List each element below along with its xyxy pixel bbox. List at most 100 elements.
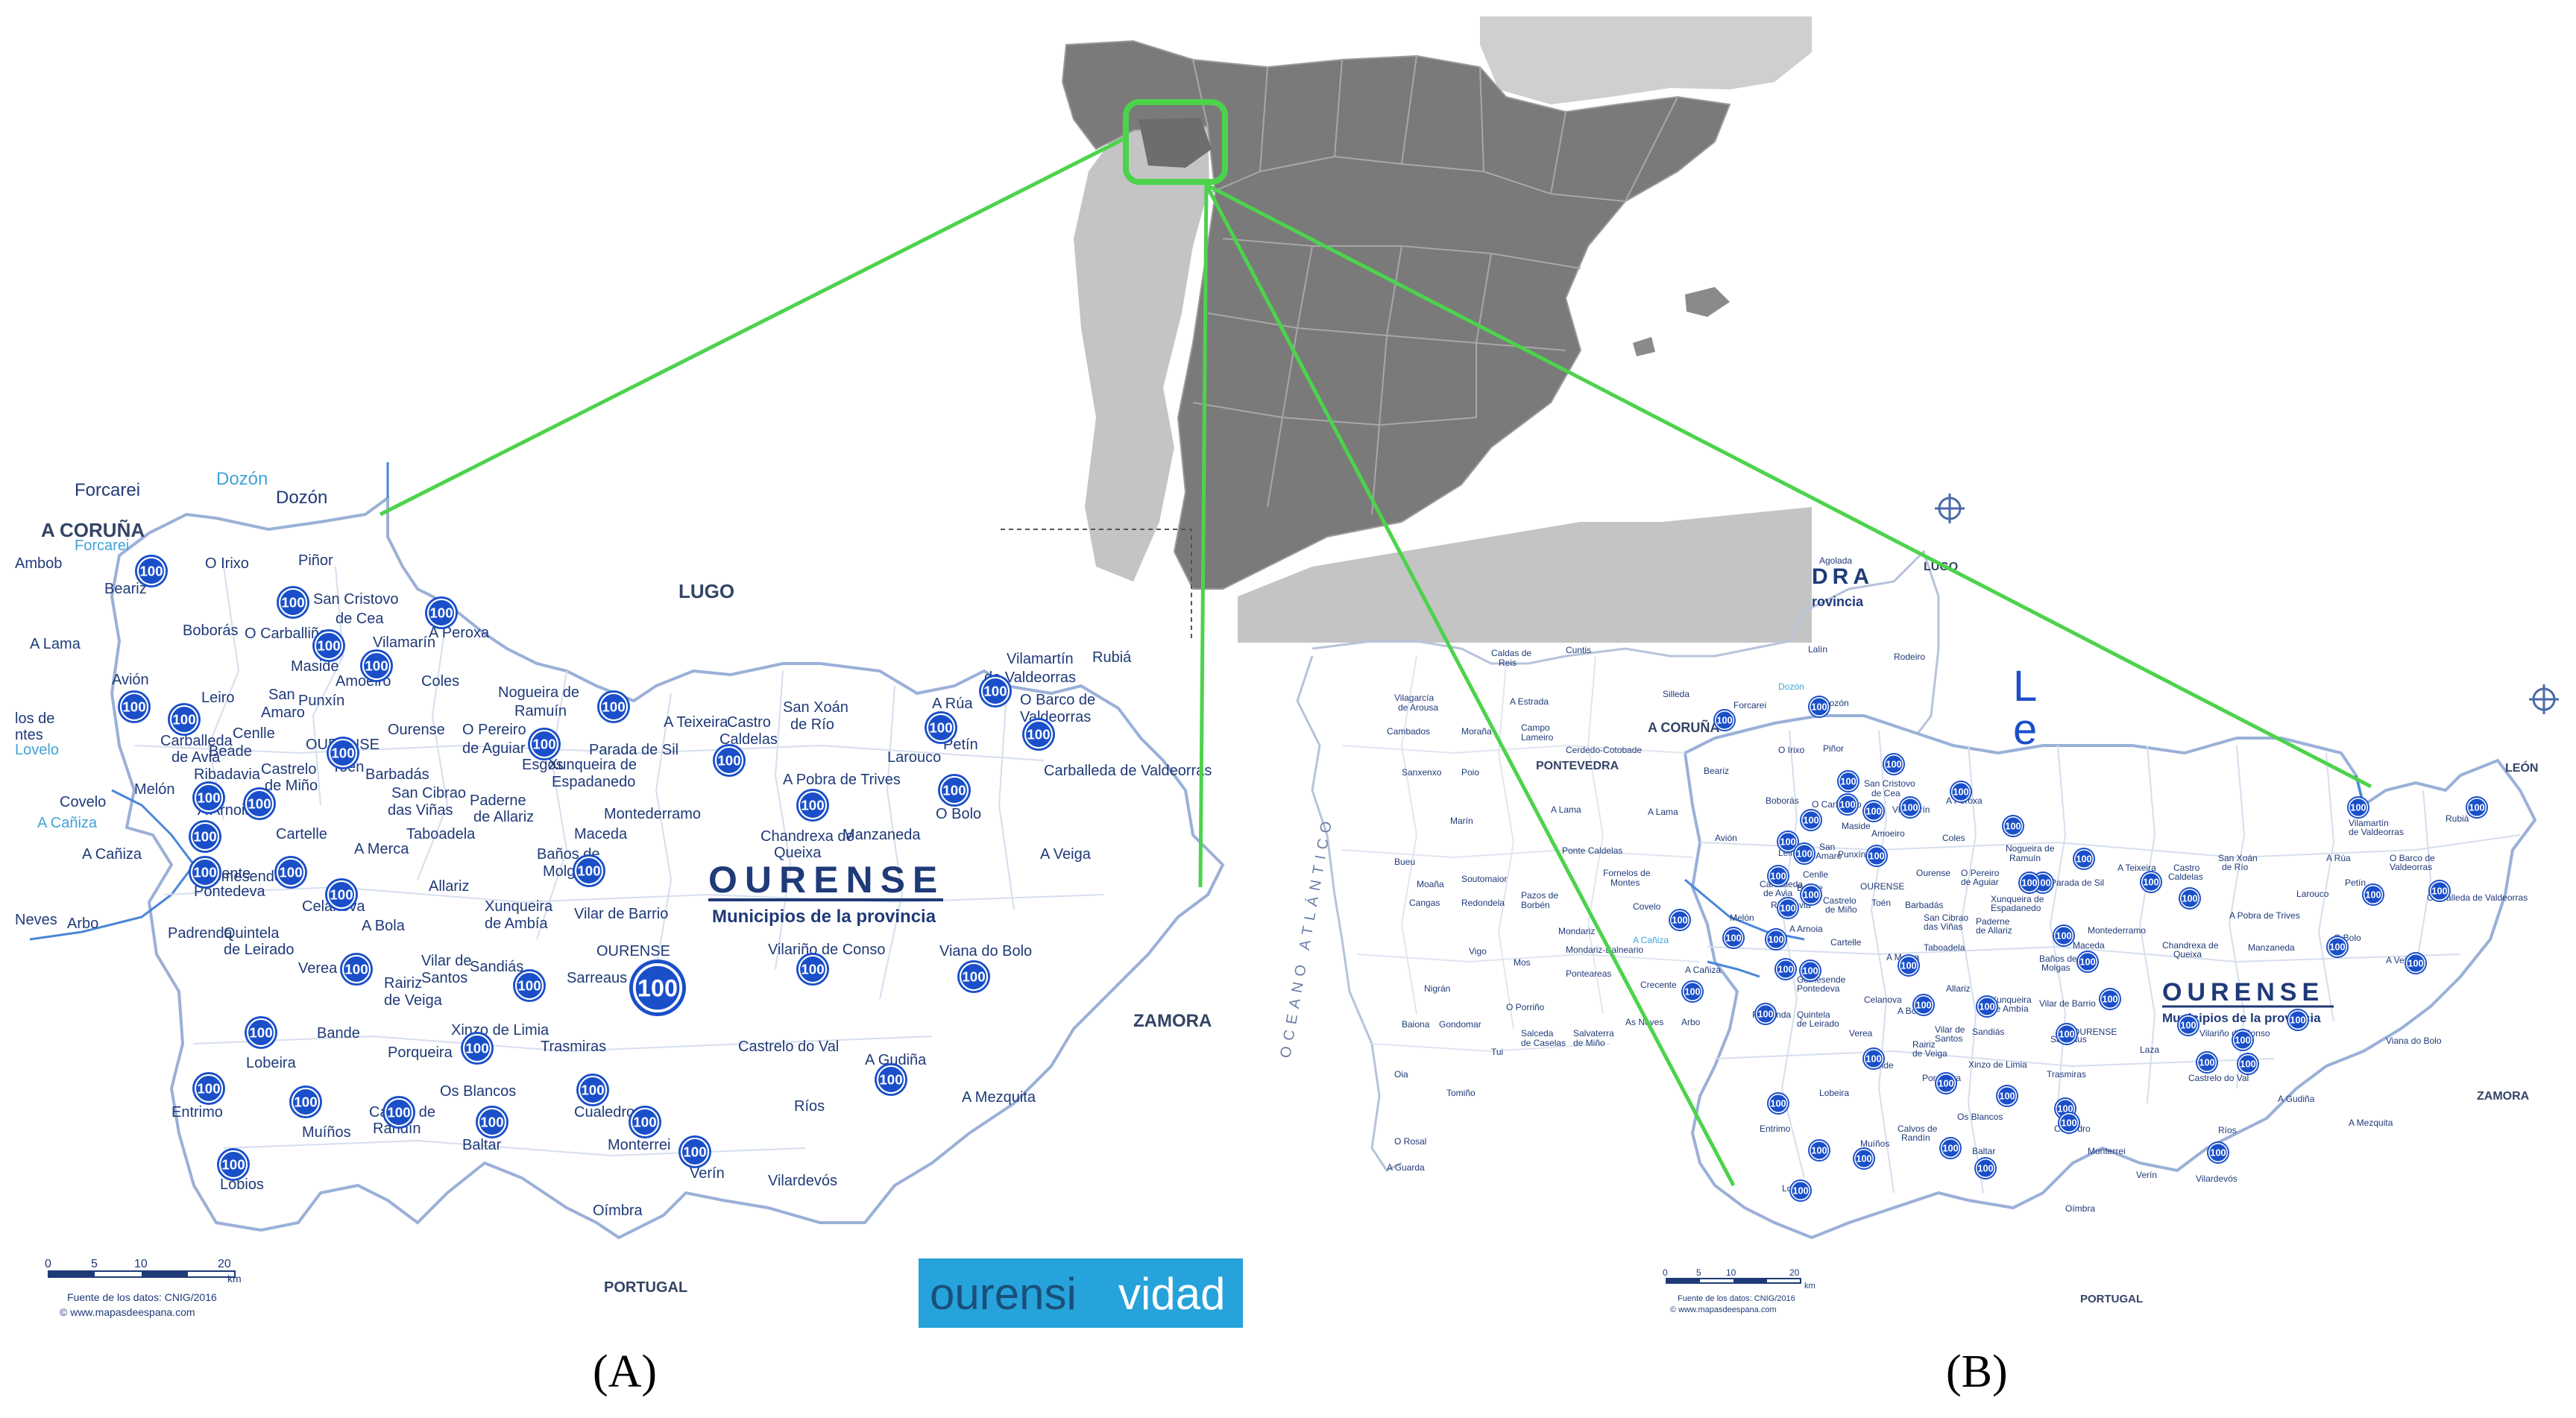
map-label: Leiro: [201, 690, 234, 706]
speed-limit-badge: 100: [1777, 831, 1799, 853]
speed-limit-badge: 100: [192, 1072, 225, 1105]
speed-limit-badge-ring: [1883, 754, 1904, 775]
speed-limit-badge-ring: [714, 746, 744, 775]
speed-limit-badge-ring: [2232, 1030, 2253, 1050]
neighbor-label-pontevedra-b: PONTEVEDRA: [1536, 760, 1619, 772]
speed-limit-badge-text: 100: [249, 1025, 272, 1041]
map-label: Dozón: [1778, 681, 1804, 692]
map-label: Viana do Bolo: [2386, 1036, 2442, 1046]
speed-limit-badge-ring: [245, 789, 274, 819]
speed-limit-badge-ring: [1801, 884, 1821, 905]
speed-limit-badge-ring: [1755, 1003, 1776, 1024]
speed-limit-badge-ring: [190, 857, 220, 887]
speed-limit-badge-text: 100: [197, 1081, 220, 1097]
speed-limit-badge-disc: [2237, 1053, 2259, 1075]
map-label: de Cea: [336, 611, 384, 627]
speed-limit-badge-ring: [462, 1033, 492, 1063]
speed-limit-badge-ring: [578, 1075, 608, 1105]
speed-limit-badge-disc: [2177, 1014, 2199, 1036]
speed-limit-badge-disc: [979, 675, 1012, 708]
speed-limit-badge-ring: [291, 1087, 321, 1117]
map-label: Sandiás: [470, 959, 523, 975]
speed-limit-badge-disc: [1789, 1179, 1812, 1202]
partial-title: DRA: [1812, 564, 1874, 589]
speed-limit-badge-text: 100: [330, 887, 353, 903]
map-label: Maceda: [574, 826, 628, 842]
speed-limit-badge-ring: [1866, 845, 1887, 866]
speed-limit-badge: 100: [461, 1032, 494, 1065]
speed-limit-badge-text: 100: [193, 865, 216, 880]
map-label: Ramuín: [2009, 853, 2041, 863]
map-label: A Cañiza: [1685, 965, 1721, 975]
speed-limit-badge-ring: [2327, 936, 2348, 957]
speed-limit-badge-disc: [2179, 887, 2201, 910]
map-label: Beariz: [1704, 766, 1729, 776]
speed-limit-badge-ring: [477, 1107, 507, 1137]
speed-limit-badge: 100: [1862, 1047, 1885, 1070]
map-label: Ribadavia: [194, 766, 261, 783]
speed-limit-badge: 100: [277, 586, 309, 619]
speed-limit-badge: 100: [2099, 988, 2121, 1010]
map-label: Taboadela: [406, 826, 476, 842]
speed-limit-badge-disc: [1800, 883, 1822, 906]
speed-limit-badge-disc: [957, 960, 990, 993]
speed-limit-badge: 100: [289, 1085, 322, 1118]
map-label: Lalín: [1808, 644, 1827, 655]
speed-limit-badge-disc: [1837, 770, 1859, 792]
map-label: Rairiz: [1912, 1039, 1936, 1050]
speed-limit-badge-ring: [2077, 951, 2098, 972]
map-label: San Xoán: [2218, 853, 2258, 863]
speed-limit-badge-disc: [2018, 872, 2041, 894]
speed-limit-badge-text: 100: [1684, 986, 1700, 998]
speed-limit-badge-disc: [476, 1106, 508, 1138]
map-label: Oímbra: [593, 1203, 643, 1219]
scale-unit: km: [227, 1273, 242, 1285]
speed-limit-badge: 100: [1800, 883, 1822, 906]
speed-limit-badge: 100: [2140, 871, 2162, 893]
speed-limit-badge: 100: [629, 959, 686, 1016]
speed-limit-badge: 100: [2076, 951, 2099, 973]
speed-limit-badge-ring: [1794, 843, 1815, 864]
blue-label-lovelo: Lovelo: [15, 742, 59, 758]
map-label: Castrelo: [1823, 895, 1857, 906]
map-label: Cenlle: [233, 725, 275, 742]
map-label: Maside: [1842, 821, 1871, 831]
speed-limit-badge-disc: [425, 596, 458, 629]
map-label: Coles: [421, 673, 459, 690]
speed-limit-badge-ring: [1809, 1140, 1830, 1161]
map-label: Vilar de: [421, 953, 471, 969]
speed-limit-badge: 100: [1767, 865, 1789, 887]
map-label: O Barco de: [2390, 853, 2435, 863]
speed-limit-badge: 100: [1754, 1003, 1777, 1025]
map-label: Manzaneda: [843, 827, 921, 843]
logo-text-ourensi: ourensi: [930, 1269, 1077, 1319]
speed-limit-badge-ring: [2208, 1142, 2229, 1163]
speed-limit-badge: 100: [2056, 1023, 2078, 1045]
speed-limit-badge-text: 100: [1027, 727, 1050, 743]
neighbor-label-zamora: ZAMORA: [1133, 1011, 1212, 1031]
map-label: Quintela: [224, 925, 280, 942]
scale-tick-10: 10: [134, 1258, 148, 1270]
map-label: Manzaneda: [2248, 942, 2295, 953]
map-label: Arbo: [67, 916, 98, 932]
speed-limit-badge-disc: [1836, 793, 1859, 816]
map-label: A Merca: [354, 841, 409, 857]
map-label: Bande: [317, 1025, 360, 1042]
map-label: Chandrexa de: [2162, 940, 2219, 951]
map-label: Beariz: [104, 581, 147, 597]
map-label: Molgas: [2041, 962, 2070, 973]
speed-limit-badge: 100: [2326, 936, 2349, 958]
map-label: de Ambía: [485, 916, 548, 932]
speed-limit-badge: 100: [1837, 770, 1859, 792]
speed-limit-badge: 100: [2179, 887, 2201, 910]
map-label: Baltar: [1972, 1146, 1995, 1156]
scale-tick-20-b: 20: [1789, 1267, 1800, 1278]
map-label: Castrelo do Val: [2188, 1073, 2249, 1083]
speed-limit-badge-disc: [1974, 1157, 1997, 1179]
speed-limit-badge-ring: [2287, 1009, 2308, 1030]
map-label: Pontedeva: [1797, 983, 1840, 994]
speed-limit-badge-ring: [1837, 794, 1858, 815]
map-label: Caldelas: [719, 731, 778, 748]
map-title-b: OURENSE: [2162, 978, 2324, 1006]
